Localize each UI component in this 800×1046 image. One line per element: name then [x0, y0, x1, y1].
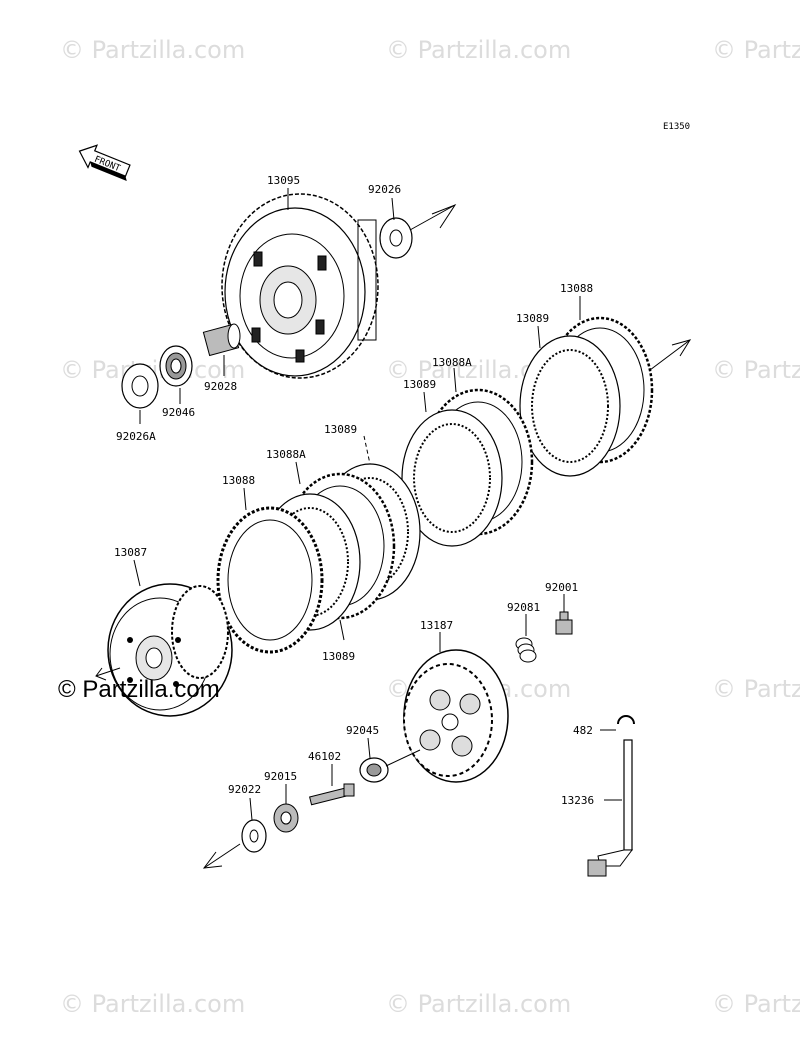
part-label: 92028: [204, 380, 237, 393]
watermark: © Partzilla.com: [712, 36, 800, 64]
push-rod: [309, 783, 355, 806]
steel-plate: [401, 409, 503, 547]
friction-plate: [216, 506, 324, 654]
watermark: © Partzilla.com: [712, 990, 800, 1018]
clip: [617, 715, 635, 725]
diagram-code: E1350: [663, 122, 690, 132]
part-label: 92022: [228, 783, 261, 796]
part-label: 13187: [420, 619, 453, 632]
part-label: 92046: [162, 406, 195, 419]
front-arrow-icon: FRONT: [78, 144, 131, 182]
part-label: 13236: [561, 794, 594, 807]
bearing: [359, 757, 389, 783]
part-label: 13088: [560, 282, 593, 295]
part-label: 13088: [222, 474, 255, 487]
watermark: © Partzilla.com: [60, 36, 245, 64]
watermarks: © Partzilla.com © Partzilla.com © Partzi…: [60, 36, 800, 1018]
part-label: 13095: [267, 174, 300, 187]
spring: [515, 637, 537, 663]
part-label: 92015: [264, 770, 297, 783]
part-label: 13089: [322, 650, 355, 663]
part-labels: 13095 92026 92028 92046 92026A 13088 130…: [114, 174, 594, 807]
watermark: © Partzilla.com: [712, 356, 800, 384]
sleeve: [202, 323, 241, 357]
part-label: 482: [573, 724, 593, 737]
release-lever: [587, 739, 633, 877]
nut: [273, 803, 299, 833]
clutch-housing: [221, 193, 379, 379]
needle-bearing: [159, 345, 193, 387]
part-label: 92045: [346, 724, 379, 737]
bolt: [555, 611, 573, 635]
watermark: © Partzilla.com: [60, 990, 245, 1018]
watermark: © Partzilla.com: [386, 990, 571, 1018]
part-label: 13089: [516, 312, 549, 325]
part-label: 13089: [403, 378, 436, 391]
watermark: © Partzilla.com: [712, 675, 800, 703]
part-label: 92081: [507, 601, 540, 614]
watermark: © Partzilla.com: [386, 36, 571, 64]
part-label: 13087: [114, 546, 147, 559]
part-label: 13088A: [432, 356, 472, 369]
part-label: 92026A: [116, 430, 156, 443]
steel-plate: [519, 335, 621, 477]
part-label: 46102: [308, 750, 341, 763]
pressure-plate: [403, 649, 509, 783]
brand-logo: © Partzilla.com: [58, 676, 220, 703]
part-label: 13089: [324, 423, 357, 436]
clutch-hub: [107, 583, 233, 717]
part-label: 92026: [368, 183, 401, 196]
part-label: 92001: [545, 581, 578, 594]
part-label: 13088A: [266, 448, 306, 461]
